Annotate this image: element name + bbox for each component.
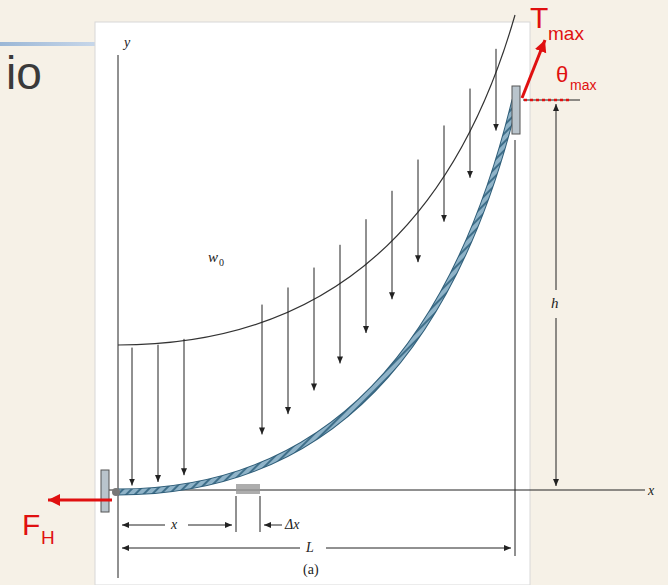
dimension-label: x — [171, 518, 177, 532]
fh-arrow — [48, 499, 112, 502]
l-dim — [326, 548, 511, 549]
load-arrow — [288, 287, 289, 414]
slide-rule — [0, 42, 100, 46]
cable-outline — [118, 100, 515, 492]
angle-subscript: max — [570, 78, 596, 92]
load-arrow — [314, 268, 315, 391]
axis-label: x — [648, 484, 654, 498]
force-label: T — [530, 3, 548, 33]
ext-line — [260, 496, 261, 532]
load-arrows — [132, 49, 496, 486]
force-subscript: H — [41, 528, 55, 547]
load-label: w — [208, 250, 218, 265]
load-arrow — [470, 89, 471, 178]
slide-title: io — [6, 50, 42, 96]
load-arrow — [418, 160, 419, 263]
load-curve — [118, 15, 515, 345]
ext-line — [236, 496, 237, 532]
ext-line — [515, 140, 516, 556]
x-dim — [188, 525, 232, 526]
dx-dim — [264, 525, 282, 526]
h-dim-down — [556, 318, 557, 486]
axis-label: y — [124, 36, 130, 50]
load-arrow — [132, 348, 133, 486]
dimension-label: h — [551, 296, 559, 311]
figure-panel — [95, 22, 530, 585]
force-label: F — [22, 510, 40, 540]
l-dim — [122, 548, 300, 549]
theta-ref-line — [524, 99, 572, 102]
figure-caption: (a) — [303, 563, 319, 577]
h-dim-up — [556, 104, 557, 290]
y-axis — [118, 55, 119, 578]
load-subscript: 0 — [219, 258, 224, 268]
x-dim — [122, 525, 165, 526]
load-arrow — [262, 305, 263, 435]
left-pin — [112, 488, 120, 496]
load-arrow — [340, 245, 341, 364]
load-arrow — [366, 219, 367, 333]
right-support — [512, 86, 520, 134]
load-arrow — [496, 49, 497, 131]
left-support — [101, 470, 109, 512]
load-arrow — [158, 345, 159, 482]
dimension-label: L — [306, 541, 314, 555]
angle-label: θ — [556, 64, 568, 86]
tmax-arrow — [522, 40, 545, 98]
force-subscript: max — [548, 24, 584, 43]
load-arrow — [392, 191, 393, 299]
cable — [118, 100, 515, 492]
load-arrow — [184, 339, 185, 475]
dimension-label: Δx — [285, 518, 299, 532]
load-arrow — [444, 125, 445, 221]
cable-element — [236, 484, 260, 494]
h-extension — [523, 100, 580, 101]
